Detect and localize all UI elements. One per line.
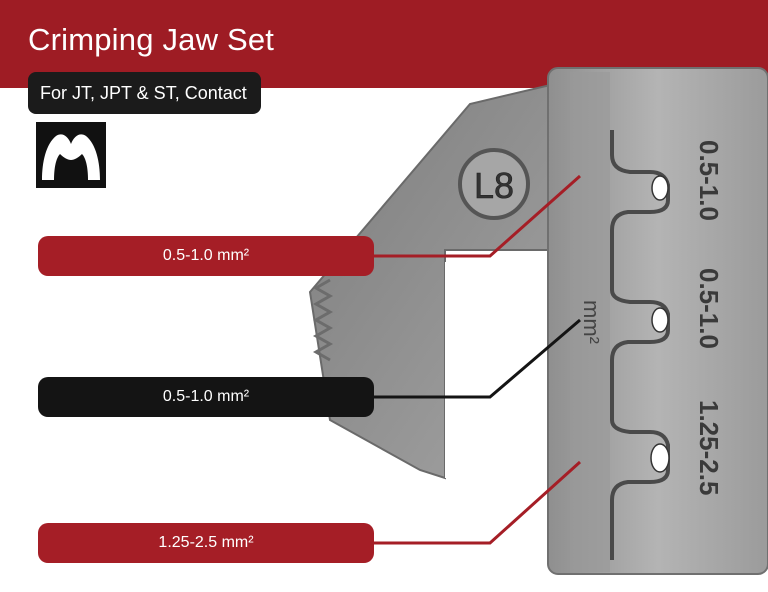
callout-size-1: 0.5-1.0 mm² bbox=[38, 236, 374, 276]
jaw-window bbox=[445, 262, 549, 478]
unit-mark: mm² bbox=[579, 300, 604, 344]
subtitle-badge: For JT, JPT & ST, Contact bbox=[28, 72, 261, 114]
callout-size-3: 1.25-2.5 mm² bbox=[38, 523, 374, 563]
model-mark: L8 bbox=[474, 165, 514, 206]
crimp-profile-icon bbox=[36, 122, 106, 188]
callout-line-3 bbox=[374, 460, 582, 545]
callout-line-2 bbox=[374, 318, 581, 399]
die-label-1: 0.5-1.0 bbox=[694, 140, 724, 221]
callout-line-1 bbox=[374, 174, 581, 258]
callout-size-2: 0.5-1.0 mm² bbox=[38, 377, 374, 417]
die-label-2: 0.5-1.0 bbox=[694, 268, 724, 349]
jaw-serration bbox=[312, 278, 334, 362]
model-stamp bbox=[458, 148, 530, 220]
die-label-3: 1.25-2.5 bbox=[694, 400, 724, 495]
page-title: Crimping Jaw Set bbox=[28, 22, 275, 57]
